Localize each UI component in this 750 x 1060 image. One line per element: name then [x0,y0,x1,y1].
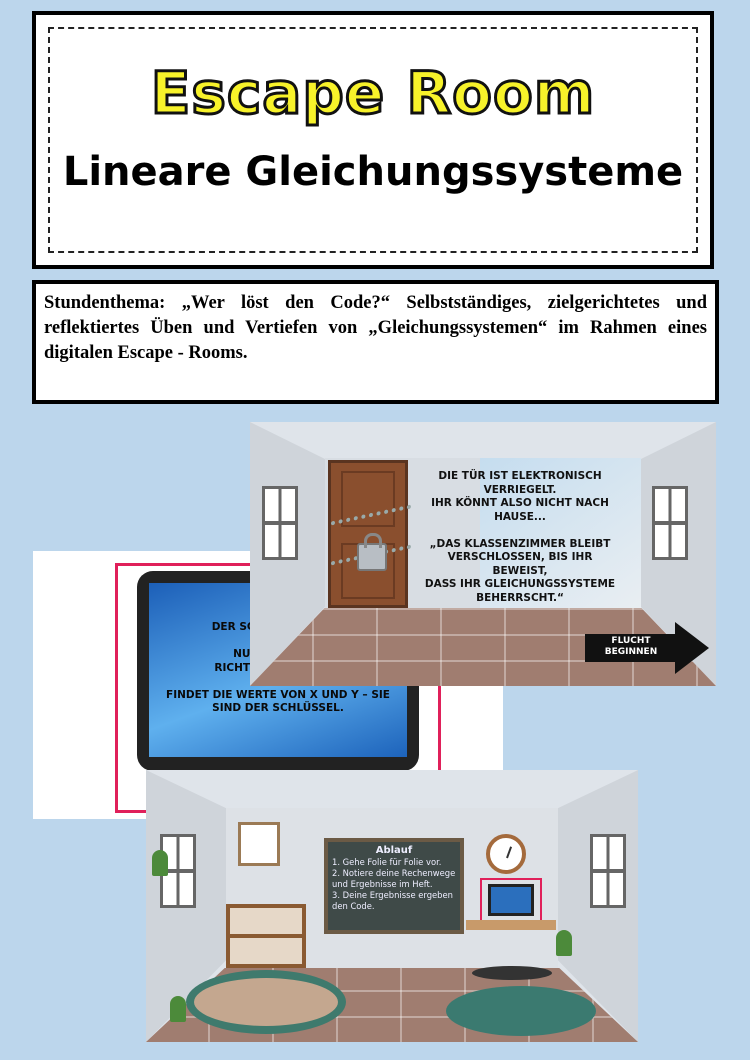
table-icon [472,966,552,980]
window-icon [652,486,688,560]
message-line: BEHERRSCHT.“ [476,591,564,604]
chalkboard: Ablauf 1. Gehe Folie für Folie vor. 2. N… [324,838,464,934]
back-wall-highlight [480,458,641,608]
page-subtitle: Lineare Gleichungssysteme [62,149,684,195]
door-message: DIE TÜR IST ELEKTRONISCH VERRIEGELT. IHR… [420,470,620,605]
board-steps: 1. Gehe Folie für Folie vor. 2. Notiere … [328,856,460,913]
message-line: VERSCHLOSSEN, BIS IHR BEWEIST, [447,551,593,577]
computer-icon[interactable] [488,884,534,916]
page-title: Escape Room [149,58,596,129]
slide-classroom: Ablauf 1. Gehe Folie für Folie vor. 2. N… [146,770,638,1042]
board-line: 2. Notiere deine Rechenwege [332,868,456,878]
button-line: BEGINNEN [604,647,658,657]
window-icon [160,834,196,908]
board-line: 3. Deine Ergebnisse ergeben [332,890,453,900]
clock-icon [486,834,526,874]
start-escape-button[interactable]: FLUCHT BEGINNEN [585,622,710,674]
tablet-line: SIND DER SCHLÜSSEL. [212,702,344,714]
start-escape-label: FLUCHT BEGINNEN [585,636,677,658]
message-line: IHR KÖNNT ALSO NICHT NACH [431,497,609,509]
plant-icon [170,996,186,1022]
board-line: und Ergebnisse im Heft. [332,879,433,889]
message-line: VERRIEGELT. [483,483,557,496]
rug [186,970,346,1034]
button-line: FLUCHT [611,636,651,646]
message-line [420,524,620,538]
title-box: Escape Room Lineare Gleichungssysteme [32,11,714,269]
board-title: Ablauf [375,845,413,856]
plant-icon [556,930,572,956]
padlock-icon [357,533,387,571]
topic-box: Stundenthema: „Wer löst den Code?“ Selbs… [32,280,719,404]
door-panel [341,471,395,527]
plant-icon [152,850,168,876]
window-icon [262,486,298,560]
arrow-body [585,634,677,662]
message-line: DIE TÜR IST ELEKTRONISCH [438,470,602,482]
board-line: den Code. [332,901,375,911]
message-line: HAUSE... [494,510,546,523]
window-icon [590,834,626,908]
message-line: „DAS KLASSENZIMMER BLEIBT [429,537,611,550]
tablet-line: FINDET DIE WERTE VON X UND Y – SIE [166,688,390,701]
rug [446,986,596,1036]
desk [466,920,556,930]
bookshelf-icon [226,904,306,968]
board-line: 1. Gehe Folie für Folie vor. [332,857,442,867]
message-line: DASS IHR GLEICHUNGSSYSTEME [424,578,616,590]
title-dashed-frame [48,27,698,253]
arrow-right-icon [675,622,709,674]
slide-door: DIE TÜR IST ELEKTRONISCH VERRIEGELT. IHR… [250,422,716,686]
door-icon [328,460,411,608]
wall-picture-icon [238,822,280,866]
